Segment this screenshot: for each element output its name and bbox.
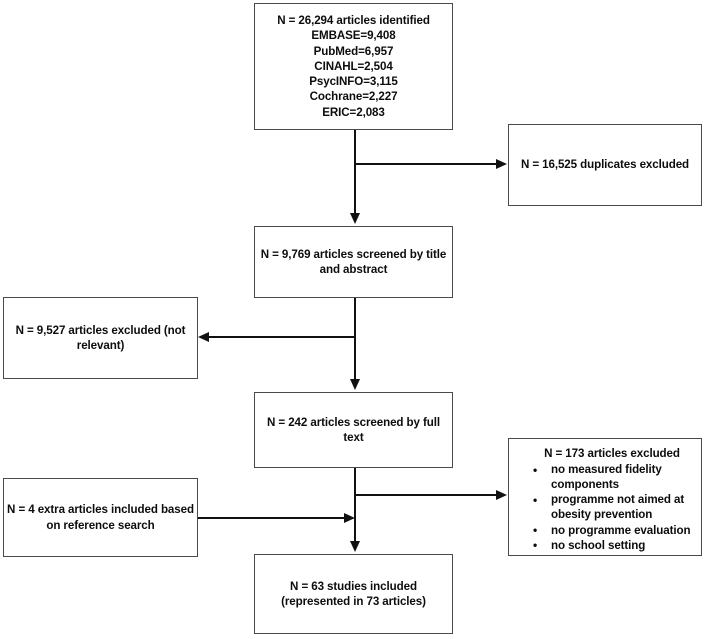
node-line: N = 16,525 duplicates excluded [520, 158, 690, 172]
node-line: relevant) [76, 339, 125, 352]
node-line: N = 9,527 articles excluded (not [15, 323, 186, 337]
bullet-icon: • [533, 523, 538, 538]
node-screened-full-text: N = 242 articles screened by full text [254, 392, 453, 468]
node-line: text [343, 431, 364, 444]
exclusion-reason-list: • no measured fidelity components • progra… [513, 462, 697, 552]
connector-to-excluded-full-text [354, 494, 497, 496]
arrowhead-left-icon [198, 331, 209, 342]
bullet-icon: • [533, 462, 538, 477]
bullet-icon: • [533, 493, 538, 508]
node-line: PsycINFO=3,115 [309, 75, 398, 89]
node-line: Cochrane=2,227 [309, 90, 398, 104]
bullet-icon: • [533, 538, 538, 553]
arrowhead-right-icon [344, 512, 355, 523]
node-line: and abstract [319, 263, 388, 276]
node-articles-identified: N = 26,294 articles identified EMBASE=9,… [254, 3, 453, 130]
list-item: • programme not aimed at obesity preventi… [533, 492, 697, 522]
node-excluded-full-text: N = 173 articles excluded • no measured f… [508, 438, 702, 556]
connector-to-duplicates [354, 163, 497, 165]
list-item-label: no measured fidelity components [551, 463, 662, 492]
list-item: • no school setting [533, 538, 697, 553]
list-item-label: programme not aimed at obesity preventio… [551, 493, 685, 522]
node-line: ERIC=2,083 [322, 105, 385, 119]
list-item-label: no programme evaluation [551, 523, 691, 537]
node-line: PubMed=6,957 [313, 44, 394, 58]
node-line: on reference search [46, 518, 155, 532]
arrowhead-down-icon [349, 213, 360, 224]
node-line: N = 4 extra articles included based [7, 503, 194, 517]
arrowhead-down-icon [349, 379, 360, 390]
node-line: N = 63 studies included [290, 579, 417, 593]
node-line: N = 9,769 articles screened by title [260, 247, 447, 261]
connector-to-excluded-not-relevant [209, 336, 356, 338]
connector-fulltext-to-included [354, 468, 356, 543]
connector-identified-to-screened [354, 130, 356, 215]
node-studies-included: N = 63 studies included (represented in … [254, 554, 453, 634]
arrowhead-right-icon [496, 489, 507, 500]
connector-extra-into-trunk [198, 517, 344, 519]
arrowhead-right-icon [496, 158, 507, 169]
node-screened-title-abstract: N = 9,769 articles screened by title and… [254, 226, 453, 298]
node-line: (represented in 73 articles) [281, 595, 426, 608]
node-line: EMBASE=9,408 [311, 29, 396, 43]
node-extra-articles-reference-search: N = 4 extra articles included based on r… [3, 478, 198, 557]
list-item: • no measured fidelity components [533, 462, 697, 492]
node-line: N = 26,294 articles identified [277, 13, 430, 27]
node-line: N = 242 articles screened by full [267, 415, 440, 429]
node-line: CINAHL=2,504 [314, 59, 393, 73]
node-line: N = 173 articles excluded [544, 447, 680, 460]
list-item-label: no school setting [551, 538, 646, 552]
connector-screened-to-fulltext [354, 298, 356, 381]
list-item: • no programme evaluation [533, 523, 697, 538]
node-duplicates-excluded: N = 16,525 duplicates excluded [508, 124, 702, 206]
node-excluded-not-relevant: N = 9,527 articles excluded (not relevan… [3, 297, 198, 379]
arrowhead-down-icon [349, 541, 360, 552]
